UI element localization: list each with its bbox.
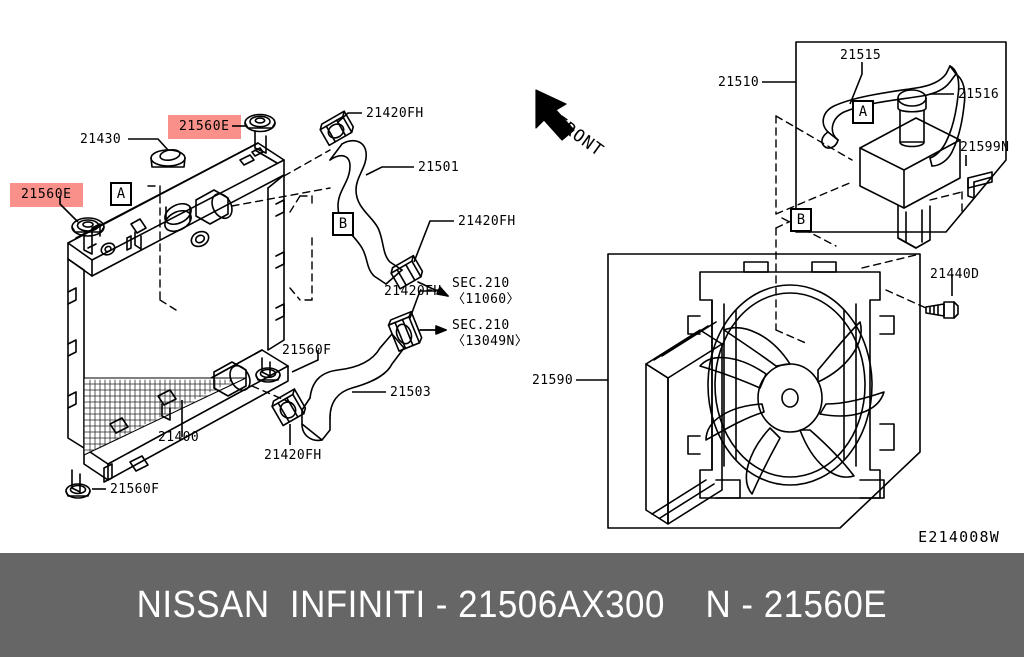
callout-21503: 21503 (390, 385, 432, 400)
section-marker-a-left: A (110, 182, 132, 206)
callout-21420fh-lower-right: 21420FH (384, 284, 442, 299)
callout-21560e-left: 21560E (10, 183, 83, 207)
drawing-code: E214008W (918, 528, 1000, 546)
callout-21515: 21515 (840, 48, 882, 63)
callout-21560e-top: 21560E (168, 115, 241, 139)
callout-21420fh-upper-bottom: 21420FH (458, 214, 516, 229)
callout-21501: 21501 (418, 160, 460, 175)
callout-21400: 21400 (158, 430, 200, 445)
diagram-linework (65, 41, 1007, 529)
section-marker-b-right: B (790, 208, 812, 232)
callout-21440d: 21440D (930, 267, 980, 282)
callout-sec-210-11060: SEC.210 〈11060〉 (452, 276, 520, 307)
callout-21420fh-lower-left: 21420FH (264, 448, 322, 463)
section-marker-b-left: B (332, 212, 354, 236)
callout-21510: 21510 (718, 75, 760, 90)
callout-21420fh-upper-top: 21420FH (366, 106, 424, 121)
diagram-canvas: FRONT A B A B 21430 21560E 21560E 21420F… (10, 41, 1010, 546)
callout-21560f-bottom: 21560F (110, 482, 160, 497)
leader-lines (59, 62, 967, 490)
callout-21599n: 21599N (960, 140, 1010, 155)
section-marker-a-right: A (852, 100, 874, 124)
callout-21516: 21516 (958, 87, 1000, 102)
title-banner: NISSAN INFINITI - 21506AX300 N - 21560E (0, 553, 1024, 657)
callout-sec-210-13049n: SEC.210 〈13049N〉 (452, 318, 529, 349)
callout-21590: 21590 (532, 373, 574, 388)
banner-title-text: NISSAN INFINITI - 21506AX300 N - 21560E (136, 583, 888, 626)
callout-21430: 21430 (80, 132, 122, 147)
